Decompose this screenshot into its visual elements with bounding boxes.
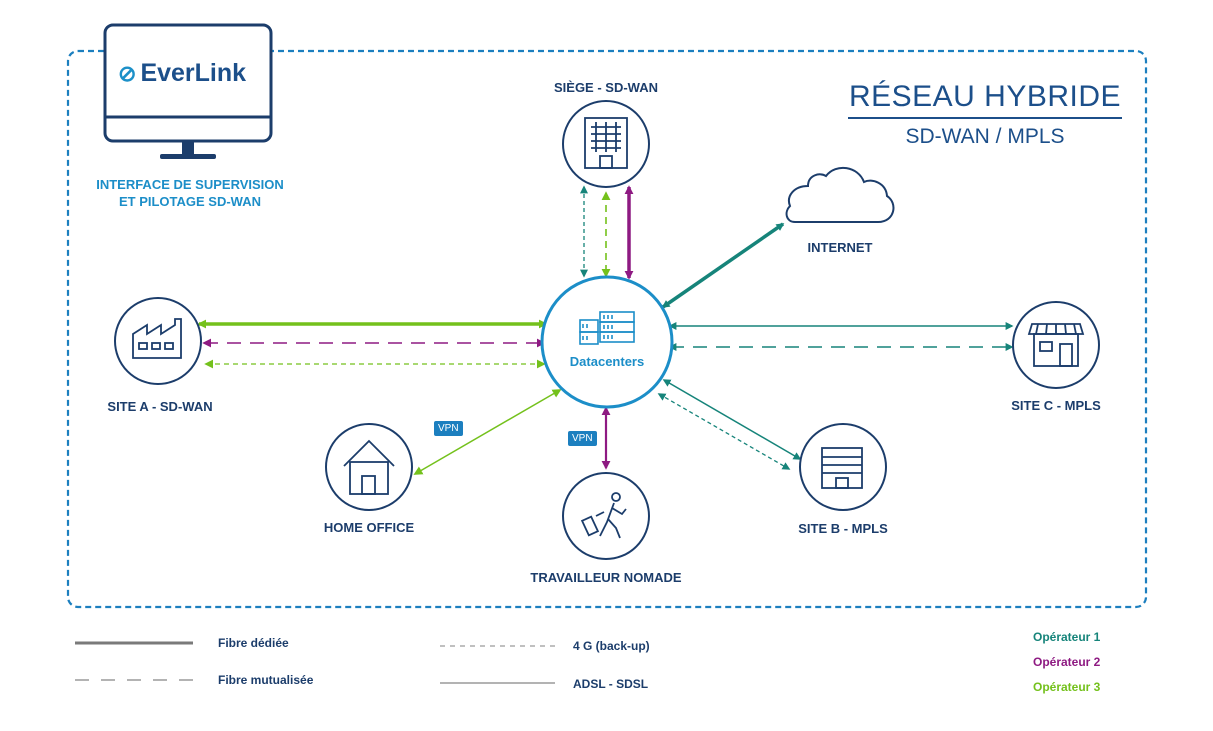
connections	[197, 185, 1014, 475]
site-a-node	[114, 297, 202, 385]
diagram-title: RÉSEAU HYBRIDE	[848, 80, 1122, 113]
site-a-label: SITE A - SD-WAN	[107, 399, 213, 414]
home-office-label: HOME OFFICE	[323, 520, 415, 535]
vpn-badge-nomade: VPN	[568, 431, 597, 446]
legend-operator-1: Opérateur 1	[1033, 630, 1101, 644]
shop-icon	[1027, 323, 1085, 367]
legend-lines	[75, 641, 555, 684]
legend-fibre-mutualisee: Fibre mutualisée	[218, 673, 314, 687]
supervision-line-2: ET PILOTAGE SD-WAN	[118, 194, 262, 209]
site-c-label: SITE C - MPLS	[1011, 398, 1101, 413]
site-c-node	[1012, 301, 1100, 389]
travailleur-node	[562, 472, 650, 560]
siege-node	[562, 100, 650, 188]
vpn-badge-home: VPN	[434, 421, 463, 436]
datacenters-node	[540, 275, 674, 409]
internet-cloud-icon	[785, 166, 895, 223]
diagram-subtitle: SD-WAN / MPLS	[905, 125, 1065, 148]
factory-icon	[132, 318, 182, 359]
supervision-label: INTERFACE DE SUPERVISION ET PILOTAGE SD-…	[96, 176, 284, 210]
building-icon	[821, 447, 863, 489]
legend-operator-2: Opérateur 2	[1033, 655, 1101, 669]
monitor-icon	[103, 23, 273, 159]
brand-name: EverLink	[140, 59, 247, 87]
house-icon	[343, 439, 395, 495]
title-divider	[848, 117, 1122, 119]
siege-label: SIÈGE - SD-WAN	[553, 80, 659, 95]
site-b-label: SITE B - MPLS	[798, 521, 888, 536]
diagram-frame	[66, 49, 1148, 609]
legend-fibre-dediee: Fibre dédiée	[218, 636, 289, 650]
site-b-node	[799, 423, 887, 511]
legend-operator-3: Opérateur 3	[1033, 680, 1101, 694]
internet-label: INTERNET	[807, 240, 873, 255]
home-office-node	[325, 423, 413, 511]
supervision-line-1: INTERFACE DE SUPERVISION	[96, 177, 284, 192]
brand-logo: ⊘EverLink	[118, 59, 246, 88]
travailleur-label: TRAVAILLEUR NOMADE	[530, 570, 682, 585]
link-logo-icon: ⊘	[118, 61, 137, 86]
office-building-icon	[584, 117, 628, 169]
traveler-icon	[580, 492, 627, 539]
legend-4g-backup: 4 G (back-up)	[573, 639, 650, 653]
datacenters-label: Datacenters	[569, 354, 645, 369]
legend-adsl-sdsl: ADSL - SDSL	[573, 677, 649, 691]
server-icon	[579, 311, 635, 345]
